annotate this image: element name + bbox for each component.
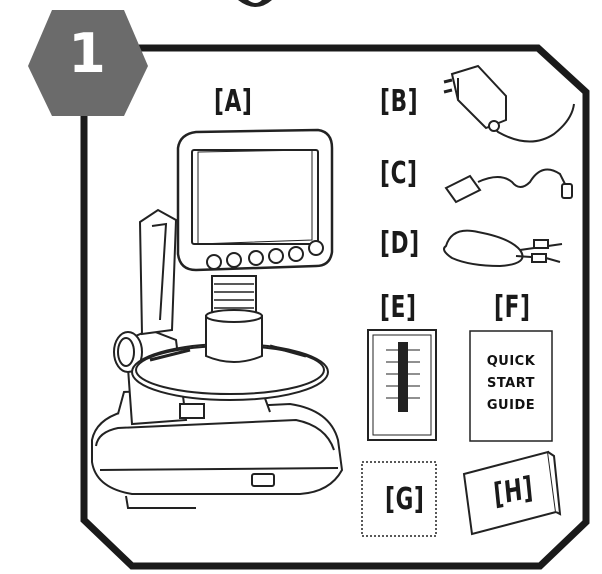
guide-line: GUIDE xyxy=(486,398,536,413)
usb-cable-illustration xyxy=(444,168,573,204)
quick-start-guide-text: QUICK START GUIDE xyxy=(470,351,552,417)
step-badge xyxy=(28,10,148,116)
item-label-b: [B] xyxy=(380,84,419,119)
av-cable-illustration xyxy=(443,229,563,268)
microscope-illustration xyxy=(91,128,344,509)
contents-frame xyxy=(80,44,590,570)
clipped-heading-fragment xyxy=(238,0,272,7)
power-adapter-illustration xyxy=(443,64,575,143)
cleaning-cloth-illustration xyxy=(361,461,437,537)
battery-illustration xyxy=(462,450,562,536)
calibration-slide-illustration xyxy=(367,329,437,441)
item-label-e: [E] xyxy=(380,290,417,325)
quick-start-guide-box xyxy=(469,330,553,442)
step-number: 1 xyxy=(68,22,106,85)
item-label-a: [A] xyxy=(214,84,253,119)
guide-line: START xyxy=(486,376,536,391)
item-label-d: [D] xyxy=(380,226,420,261)
item-label-c: [C] xyxy=(380,156,418,191)
item-label-f: [F] xyxy=(494,290,531,325)
item-label-g: [G] xyxy=(385,482,425,517)
guide-line: QUICK xyxy=(486,354,536,369)
